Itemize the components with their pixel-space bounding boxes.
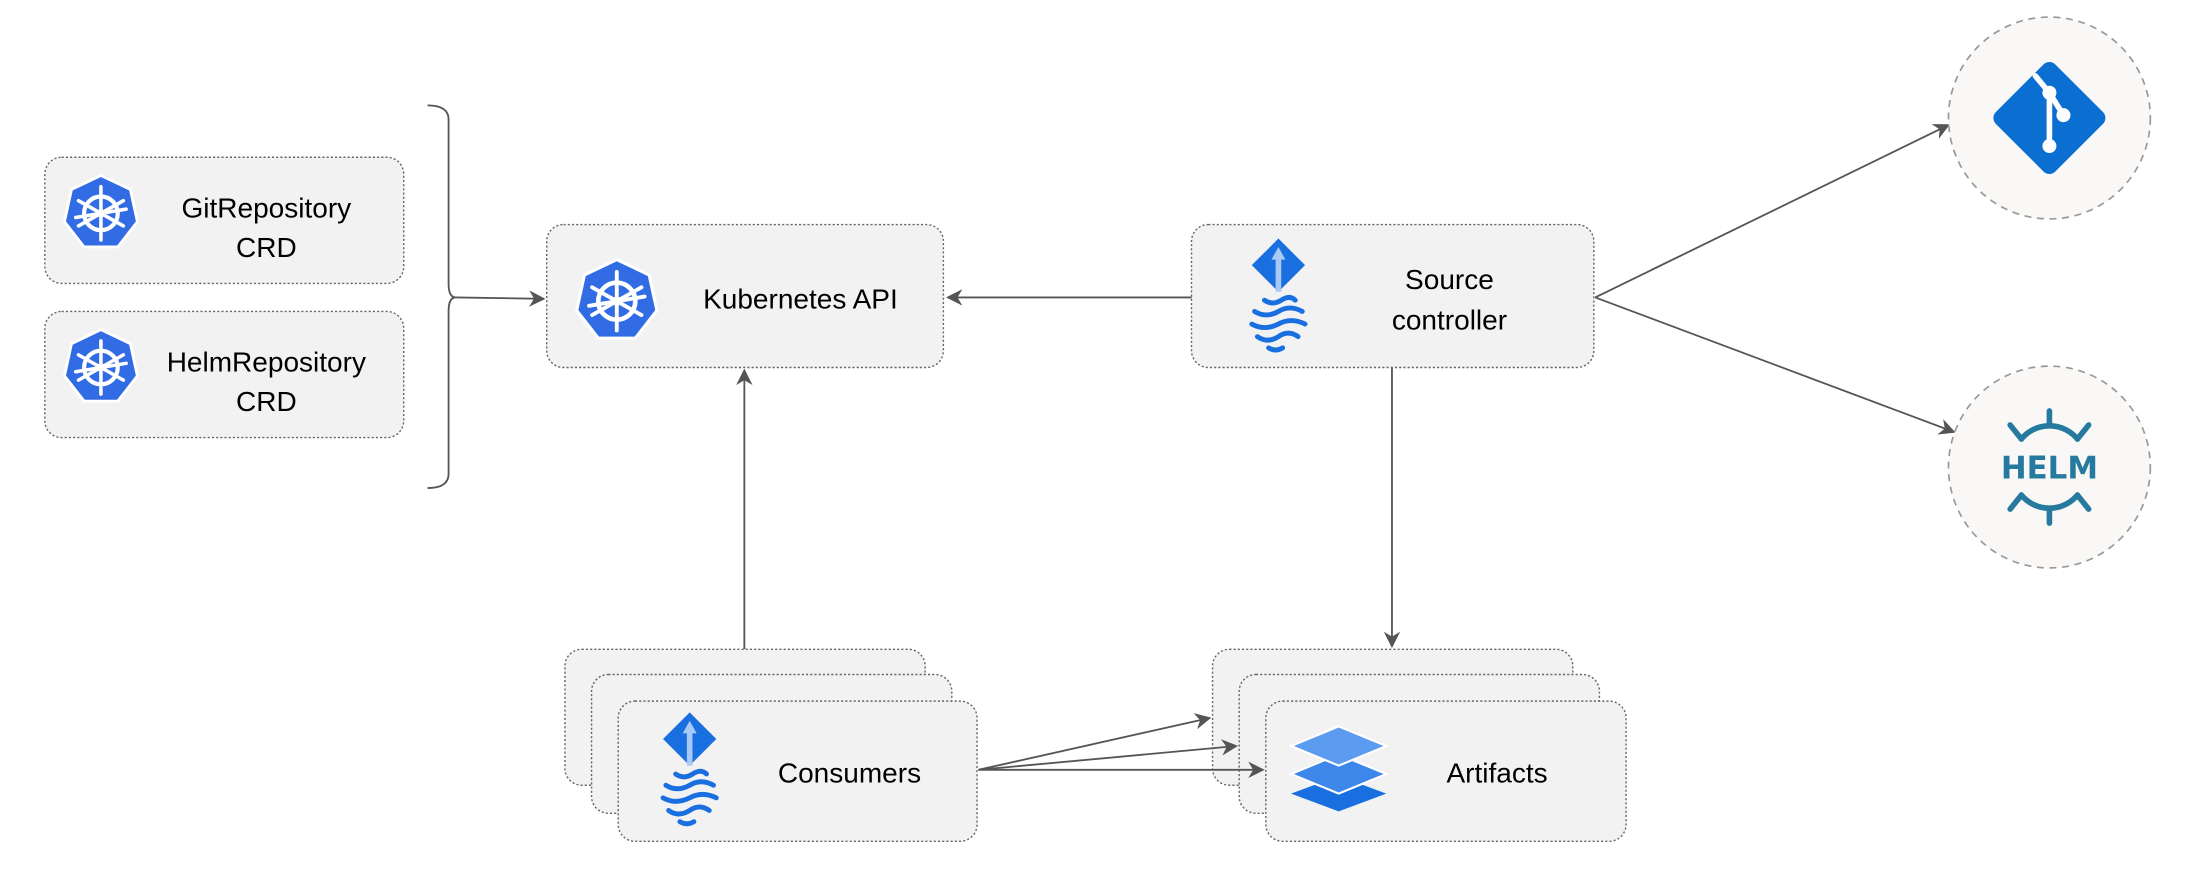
source-controller-node[interactable]: Source controller bbox=[1190, 223, 1595, 369]
edge-crds-to-api bbox=[455, 290, 546, 307]
crd-brace bbox=[427, 104, 456, 489]
edge-source-to-helm bbox=[1594, 296, 1956, 435]
artifacts-node[interactable]: Artifacts bbox=[1211, 648, 1627, 843]
artifacts-label: Artifacts bbox=[1447, 757, 1548, 788]
helm-icon: HELM bbox=[2001, 408, 2098, 526]
kubernetes-api-node[interactable]: Kubernetes API bbox=[545, 223, 945, 369]
helm-logo-text: HELM bbox=[2001, 450, 2098, 486]
consumers-node[interactable]: Consumers bbox=[564, 648, 978, 843]
edge-consumers-to-artifacts-1 bbox=[978, 713, 1212, 771]
helm-node[interactable]: HELM bbox=[1947, 365, 2152, 569]
layers-icon bbox=[1288, 725, 1390, 812]
consumers-label: Consumers bbox=[778, 757, 921, 788]
git-crd-label-line2: CRD bbox=[236, 232, 297, 263]
source-controller-label-line1: Source bbox=[1405, 264, 1494, 295]
git-icon bbox=[1993, 62, 2106, 174]
kubernetes-icon bbox=[64, 330, 137, 401]
git-repository-crd-node[interactable]: GitRepository CRD bbox=[44, 156, 405, 285]
kubernetes-icon bbox=[64, 175, 137, 246]
helm-crd-label-line2: CRD bbox=[236, 386, 297, 417]
kubernetes-icon bbox=[577, 260, 657, 339]
git-crd-label-line1: GitRepository bbox=[181, 193, 351, 224]
edge-source-to-git bbox=[1594, 124, 1950, 299]
edge-consumers-to-artifacts-2 bbox=[978, 739, 1239, 771]
helm-crd-label-line1: HelmRepository bbox=[167, 347, 366, 378]
kubernetes-api-label: Kubernetes API bbox=[703, 284, 898, 315]
git-node[interactable] bbox=[1947, 16, 2152, 220]
source-controller-label-line2: controller bbox=[1392, 305, 1507, 336]
helm-repository-crd-node[interactable]: HelmRepository CRD bbox=[44, 310, 405, 439]
